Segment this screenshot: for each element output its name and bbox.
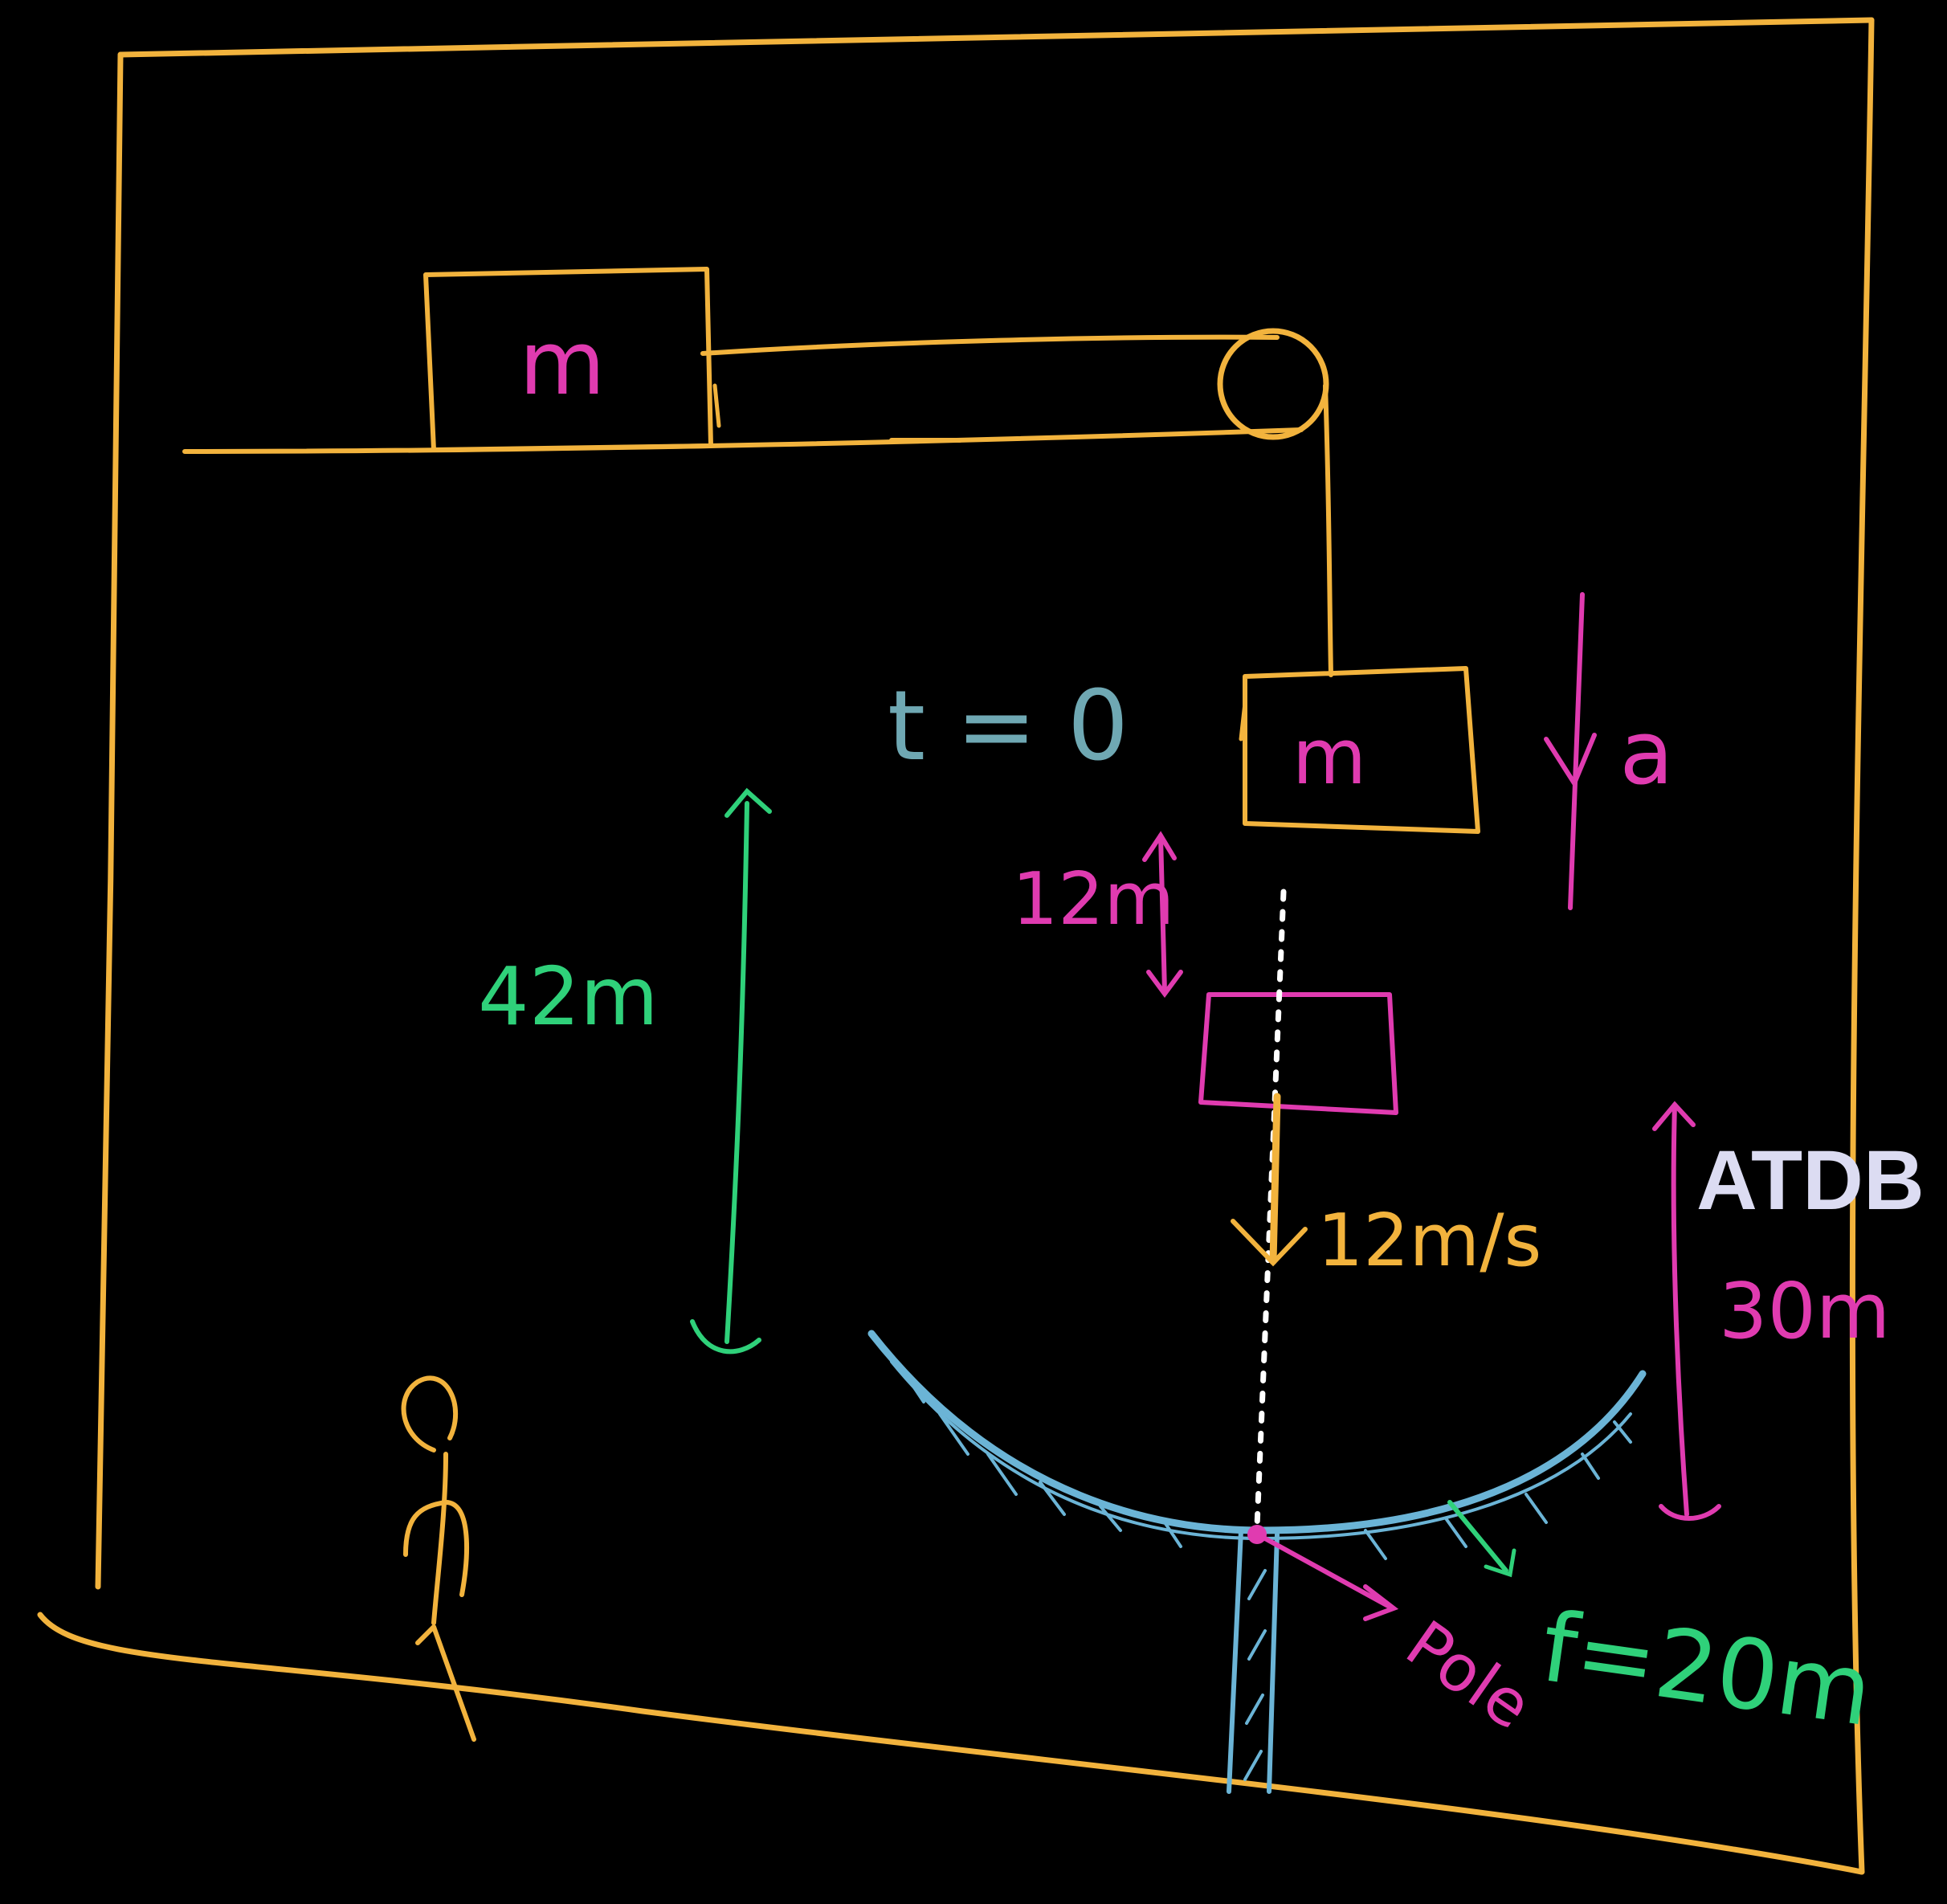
frame-floor bbox=[37, 1612, 1865, 1875]
hanging-block-mass-label: m bbox=[1292, 713, 1367, 802]
top-block: m bbox=[423, 267, 721, 452]
velocity-arrow-shaft bbox=[1269, 1093, 1281, 1265]
time-label: t = 0 bbox=[888, 671, 1129, 782]
frame-right-edge bbox=[1849, 17, 1875, 1875]
acceleration-label: a bbox=[1619, 701, 1673, 804]
distance-42m-shaft bbox=[725, 801, 749, 1344]
distance-30m-head-down bbox=[1659, 1504, 1721, 1521]
hanging-block-outline bbox=[1243, 666, 1480, 834]
focal-arrow-head bbox=[1484, 1548, 1516, 1578]
observer-legs bbox=[415, 1624, 476, 1742]
top-block-tick bbox=[712, 383, 721, 428]
distance-30m-marker: 30m bbox=[1652, 1101, 1890, 1521]
hanging-block: m bbox=[1239, 666, 1480, 834]
lower-block-position bbox=[1198, 992, 1398, 1115]
distance-12m-head-up bbox=[1142, 831, 1177, 862]
hanging-block-arrow-tick bbox=[1239, 701, 1247, 742]
velocity-arrow: 12m/s bbox=[1231, 1093, 1541, 1283]
mirror-hatching bbox=[898, 1364, 1632, 1560]
mirror-stand bbox=[1227, 1528, 1280, 1794]
acceleration-arrow-shaft bbox=[1568, 592, 1585, 910]
observer-body bbox=[431, 1452, 448, 1625]
distance-30m-label: 30m bbox=[1719, 1268, 1890, 1356]
acceleration-arrow-head bbox=[1544, 733, 1597, 786]
frame-left-edge bbox=[95, 51, 124, 1590]
observer-head bbox=[401, 1375, 459, 1453]
distance-42m-label: 42m bbox=[478, 950, 659, 1044]
dotted-axis bbox=[1254, 889, 1287, 1530]
focal-arrow-shaft bbox=[1447, 1500, 1508, 1573]
observer-arms bbox=[403, 1500, 469, 1597]
distance-30m-head-up bbox=[1652, 1101, 1696, 1131]
outer-frame bbox=[37, 17, 1875, 1875]
watermark: ATDB bbox=[1696, 1134, 1925, 1228]
pole-arrow-head bbox=[1363, 1584, 1399, 1621]
horizontal-string bbox=[700, 334, 1280, 356]
table-surface bbox=[182, 427, 1304, 454]
top-block-mass-label: m bbox=[519, 312, 605, 415]
distance-42m-head-down bbox=[690, 1319, 761, 1354]
frame-top-edge bbox=[117, 17, 1875, 58]
distance-12m-label: 12m bbox=[1012, 857, 1174, 942]
distance-12m-marker: 12m bbox=[1012, 831, 1183, 999]
acceleration-arrow: a bbox=[1544, 592, 1674, 910]
top-block-outline bbox=[423, 267, 713, 452]
distance-42m-head-up bbox=[725, 787, 772, 818]
stick-figure-icon: O bbox=[401, 1375, 476, 1742]
velocity-arrow-head bbox=[1231, 1219, 1308, 1267]
distance-12m-shaft bbox=[1158, 833, 1167, 995]
velocity-label: 12m/s bbox=[1317, 1199, 1541, 1283]
distance-30m-shaft bbox=[1671, 1102, 1689, 1517]
distance-42m-marker: 42m bbox=[478, 787, 772, 1354]
pole-point bbox=[1247, 1525, 1267, 1544]
distance-12m-head-down bbox=[1146, 970, 1183, 999]
vertical-string bbox=[1323, 383, 1333, 677]
pole-arrow-shaft bbox=[1263, 1536, 1392, 1609]
